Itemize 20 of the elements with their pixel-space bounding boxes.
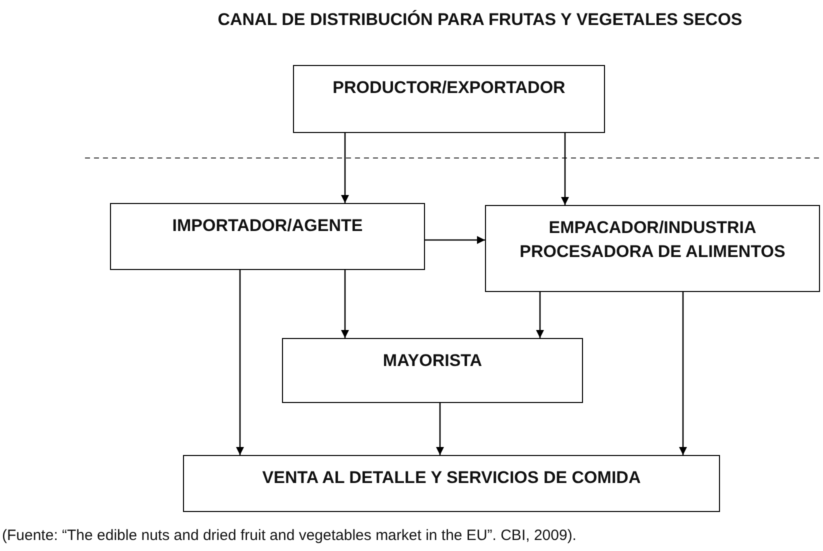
process-box: [110, 203, 425, 270]
arrow: [536, 292, 544, 338]
process-box: [485, 205, 820, 292]
arrow: [561, 133, 569, 205]
arrow: [236, 270, 244, 455]
process-box: [183, 455, 720, 512]
arrow: [425, 236, 485, 244]
box-label: MAYORISTA: [382, 350, 482, 372]
box-label: PRODUCTOR/EXPORTADOR: [332, 77, 566, 99]
arrow: [341, 270, 349, 338]
box-label: VENTA AL DETALLE Y SERVICIOS DE COMIDA: [262, 467, 641, 489]
source-caption: (Fuente: “The edible nuts and dried fruit and vegetables market in the EU”. CBI, 2009).: [2, 527, 576, 544]
arrow: [679, 292, 687, 455]
box-label: EMPACADOR/INDUSTRIA PROCESADORA DE ALIMENTOS: [518, 217, 786, 263]
diagram-title: CANAL DE DISTRIBUCIÓN PARA FRUTAS Y VEGETALES SECOS: [216, 10, 744, 30]
box-label: IMPORTADOR/AGENTE: [172, 215, 363, 237]
arrow: [341, 133, 349, 203]
process-box: [293, 65, 605, 133]
arrow: [436, 403, 444, 455]
process-box: [282, 338, 583, 403]
